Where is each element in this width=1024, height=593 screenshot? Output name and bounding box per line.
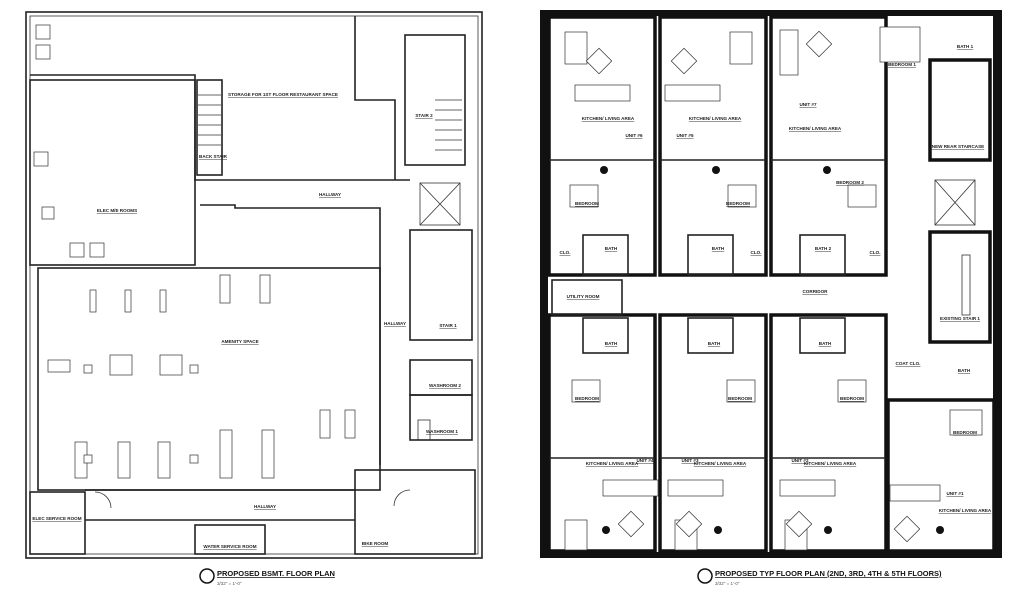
bike-room-wall xyxy=(354,469,476,555)
plan-title: PROPOSED BSMT. FLOOR PLAN xyxy=(217,569,335,578)
equipment-icon xyxy=(89,242,105,258)
room-label-washroom1: WASHROOM 1 xyxy=(426,429,458,434)
room-label-hallway: HALLWAY xyxy=(384,321,406,326)
room-label-kitchen: KITCHEN/ LIVING AREA xyxy=(789,126,842,131)
room-label-closet: CLO. xyxy=(560,250,571,255)
room-label-washroom2: WASHROOM 2 xyxy=(429,383,461,388)
room-label-storage: STORAGE FOR 1ST FLOOR RESTAURANT SPACE xyxy=(228,92,338,97)
furniture xyxy=(564,26,983,551)
room-label-bath: BATH xyxy=(712,246,725,251)
stair2-treads xyxy=(435,99,462,151)
room-label-kitchen: KITCHEN/ LIVING AREA xyxy=(582,116,635,121)
plan-scale: 3/32" = 1'-0" xyxy=(715,581,740,586)
room-label-bath: BATH xyxy=(605,341,618,346)
equipment-icon xyxy=(69,242,85,258)
gym-equipment xyxy=(47,274,356,479)
typical-floor-plan: KITCHEN/ LIVING AREA KITCHEN/ LIVING ARE… xyxy=(540,10,1002,586)
section-marker-icon xyxy=(697,568,713,584)
plan-title: PROPOSED TYP FLOOR PLAN (2ND, 3RD, 4TH &… xyxy=(715,569,942,578)
unit-label: UNIT #1 xyxy=(946,491,964,496)
elec-service-wall xyxy=(29,491,86,555)
washroom1-wall xyxy=(409,394,473,441)
room-label-utility: UTILITY ROOM xyxy=(567,294,600,299)
unit-label: UNIT #5 xyxy=(676,133,694,138)
room-label-bedroom: BEDROOM xyxy=(953,430,977,435)
room-label-bedroom: BEDROOM xyxy=(575,201,599,206)
room-label-bath: BATH xyxy=(708,341,721,346)
stair2-enclosure xyxy=(404,34,466,166)
room-label-kitchen: KITCHEN/ LIVING AREA xyxy=(689,116,742,121)
room-label-bedroom: BEDROOM xyxy=(840,396,864,401)
unit-label: UNIT #3 xyxy=(681,458,699,463)
room-label-bedroom2: BEDROOM 2 xyxy=(836,180,864,185)
equipment-icon xyxy=(35,24,51,40)
room-label-amenity: AMENITY SPACE xyxy=(221,339,258,344)
unit-1-wall xyxy=(886,398,996,553)
room-label-hallway: HALLWAY xyxy=(254,504,276,509)
stair1-enclosure xyxy=(409,229,473,341)
unit-3-wall xyxy=(658,313,768,553)
rear-stair-enclosure xyxy=(928,58,992,162)
room-label-back-stair: BACK STAIR xyxy=(199,154,228,159)
room-label-bath1: BATH 1 xyxy=(957,44,974,49)
unit-label: UNIT #6 xyxy=(625,133,643,138)
room-label-bedroom: BEDROOM xyxy=(728,396,752,401)
plan-scale: 3/32" = 1'-0" xyxy=(217,581,242,586)
elec-room-wall xyxy=(29,79,196,266)
door-swing xyxy=(393,489,411,507)
elevator-shaft xyxy=(419,182,461,226)
water-service-wall xyxy=(194,524,266,555)
existing-stair-enclosure xyxy=(928,230,992,344)
equipment-icon xyxy=(35,44,51,60)
unit-label: UNIT #2 xyxy=(791,458,809,463)
storage-wall xyxy=(30,74,410,181)
room-label-rear-stair: NEW REAR STAIRCASE xyxy=(932,144,985,149)
room-label-elec-service: ELEC SERVICE ROOM xyxy=(32,516,81,521)
room-label-bath: BATH xyxy=(605,246,618,251)
room-label-bike-room: BIKE ROOM xyxy=(362,541,389,546)
room-label-stair1: STAIR 1 xyxy=(439,323,457,328)
door-swing xyxy=(94,491,112,509)
column-icon xyxy=(33,151,49,167)
room-label-existing-stair: EXISTING STAIR 1 xyxy=(940,316,980,321)
elevator-shaft xyxy=(934,179,976,226)
equipment-icon xyxy=(41,206,55,220)
room-label-kitchen: KITCHEN/ LIVING AREA xyxy=(939,508,992,513)
room-label-kitchen: KITCHEN/ LIVING AREA xyxy=(586,461,639,466)
room-label-closet: CLO. xyxy=(870,250,881,255)
room-label-stair2: STAIR 2 xyxy=(415,113,433,118)
room-label-corridor: CORRIDOR xyxy=(802,289,828,294)
basement-floor-plan: STORAGE FOR 1ST FLOOR RESTAURANT SPACE B… xyxy=(25,11,483,586)
room-label-bath2: BATH 2 xyxy=(815,246,832,251)
unit-label: UNIT #4 xyxy=(636,458,654,463)
room-label-hallway: HALLWAY xyxy=(319,192,341,197)
basement-outer-wall xyxy=(25,11,483,559)
interior-partitions xyxy=(549,159,886,459)
room-label-kitchen: KITCHEN/ LIVING AREA xyxy=(694,461,747,466)
room-label-closet: CLO. xyxy=(751,250,762,255)
room-label-kitchen: KITCHEN/ LIVING AREA xyxy=(804,461,857,466)
section-marker-icon xyxy=(199,568,215,584)
unit-label: UNIT #7 xyxy=(799,102,817,107)
room-label-elec-mech: ELEC M/E ROOMS xyxy=(97,208,137,213)
back-stair-enclosure xyxy=(196,79,223,176)
room-label-bedroom: BEDROOM xyxy=(726,201,750,206)
room-label-bedroom: BEDROOM xyxy=(575,396,599,401)
storage-east-wall xyxy=(354,16,396,180)
room-label-coat-closet: COAT CLO. xyxy=(896,361,921,366)
washroom2-wall xyxy=(409,359,473,396)
back-stair-treads xyxy=(198,94,221,146)
unit-2-wall xyxy=(769,313,888,553)
room-label-bath: BATH xyxy=(819,341,832,346)
room-label-bath: BATH xyxy=(958,368,971,373)
room-label-water-service: WATER SERVICE ROOM xyxy=(203,544,256,549)
room-label-bedroom1: BEDROOM 1 xyxy=(888,62,916,67)
